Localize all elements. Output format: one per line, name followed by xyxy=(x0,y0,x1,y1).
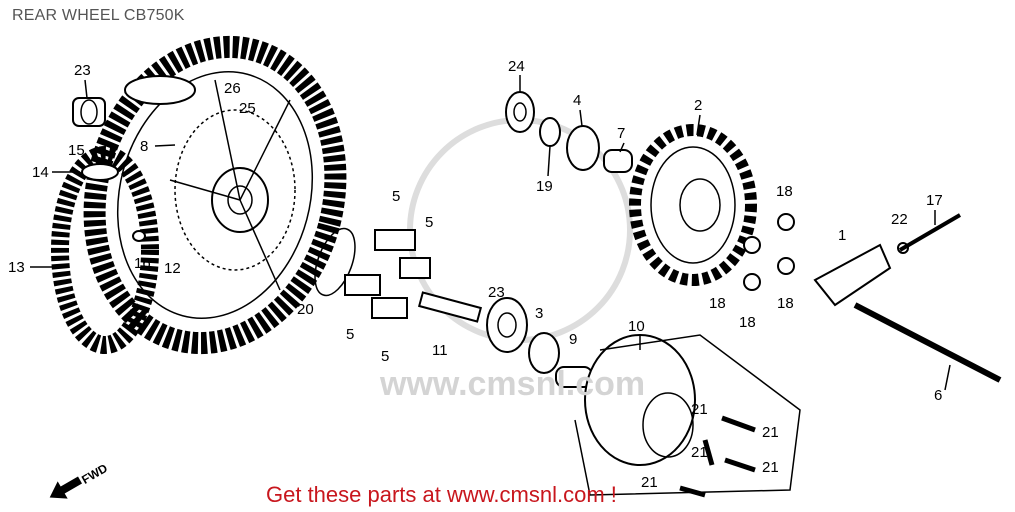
rear-sprocket xyxy=(629,124,757,286)
callout: 23 xyxy=(74,62,91,79)
callout: 14 xyxy=(32,164,49,181)
callout: 18 xyxy=(777,295,794,312)
callout: 11 xyxy=(432,342,448,359)
fwd-label: FWD xyxy=(79,461,110,487)
collar xyxy=(417,291,483,323)
watermark-text: www.cmsnl.com xyxy=(379,365,645,403)
callout: 7 xyxy=(617,125,625,142)
callout: 10 xyxy=(628,318,645,335)
callout: 18 xyxy=(739,314,756,331)
callout: 12 xyxy=(164,260,181,277)
callout: 21 xyxy=(762,424,779,441)
fwd-arrow: FWD xyxy=(49,461,110,499)
callout: 8 xyxy=(140,138,148,155)
callout: 19 xyxy=(536,178,553,195)
callout: 23 xyxy=(488,284,505,301)
callout: 16 xyxy=(134,255,151,272)
callout-labels: 23 26 25 8 15 14 13 16 12 24 4 7 19 2 5 … xyxy=(8,58,943,491)
callout: 18 xyxy=(776,183,793,200)
page-title: REAR WHEEL CB750K xyxy=(12,7,185,24)
callout: 5 xyxy=(425,214,433,231)
callout: 21 xyxy=(691,444,708,461)
callout: 3 xyxy=(535,305,543,322)
callout: 25 xyxy=(239,100,256,117)
callout: 15 xyxy=(68,142,85,159)
callout: 21 xyxy=(691,401,708,418)
o-ring xyxy=(314,227,356,297)
pins xyxy=(679,415,756,498)
callout: 21 xyxy=(641,474,658,491)
callout: 6 xyxy=(934,387,942,404)
footer-link-text[interactable]: Get these parts at www.cmsnl.com ! xyxy=(266,482,617,507)
callout: 26 xyxy=(224,80,241,97)
leader-lines xyxy=(30,75,951,391)
callout: 17 xyxy=(926,192,943,209)
hub-components xyxy=(486,91,801,496)
callout: 20 xyxy=(297,301,314,318)
rear-axle xyxy=(853,302,1002,383)
callout: 1 xyxy=(838,227,846,244)
callout: 5 xyxy=(381,348,389,365)
damper-rubbers xyxy=(344,229,431,319)
callout: 5 xyxy=(346,326,354,343)
callout: 18 xyxy=(709,295,726,312)
rear-wheel xyxy=(51,35,347,355)
callout: 4 xyxy=(573,92,581,109)
adjuster-plate xyxy=(813,243,892,307)
bolt xyxy=(898,213,962,252)
callout: 5 xyxy=(392,188,400,205)
callout: 13 xyxy=(8,259,25,276)
callout: 9 xyxy=(569,331,577,348)
callout: 22 xyxy=(891,211,908,228)
callout: 2 xyxy=(694,97,702,114)
callout: 21 xyxy=(762,459,779,476)
callout: 24 xyxy=(508,58,525,75)
